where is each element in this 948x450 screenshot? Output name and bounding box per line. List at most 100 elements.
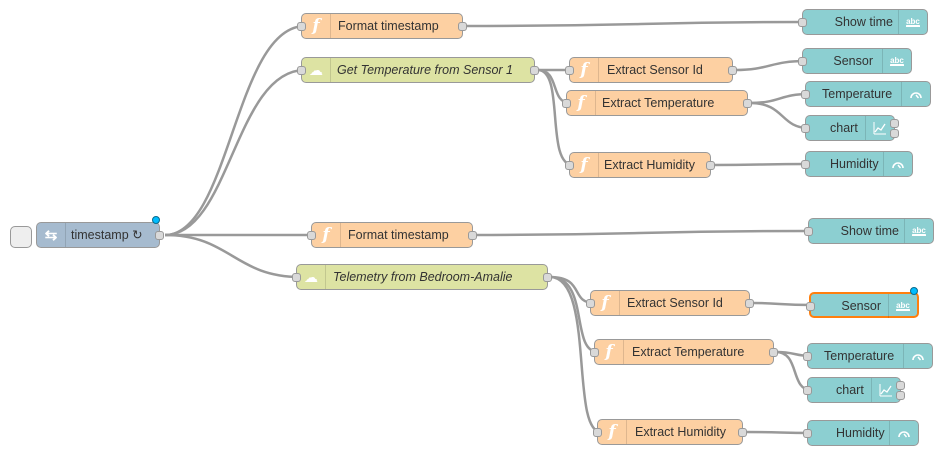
function-icon: f: [312, 16, 320, 36]
inject-arrows-icon: ⇆: [44, 227, 58, 244]
wire[interactable]: [164, 68, 306, 237]
output-port[interactable]: [728, 66, 737, 75]
input-port[interactable]: [562, 99, 571, 108]
input-port[interactable]: [801, 160, 810, 169]
abc-text-icon: abc: [906, 17, 920, 27]
wire[interactable]: [744, 430, 812, 435]
output-port[interactable]: [530, 66, 539, 75]
extract-humidity-node[interactable]: f Extract Humidity: [593, 419, 747, 445]
output-port[interactable]: [896, 381, 905, 390]
show-time-node[interactable]: Show time abc: [804, 218, 934, 244]
output-port[interactable]: [896, 391, 905, 400]
node-label: Extract Temperature: [602, 96, 715, 110]
gauge-icon: [912, 354, 924, 361]
wire[interactable]: [734, 59, 807, 72]
sensor-text-node[interactable]: Sensor abc: [806, 292, 919, 318]
input-port[interactable]: [804, 227, 813, 236]
output-port[interactable]: [468, 231, 477, 240]
output-port[interactable]: [890, 129, 899, 138]
input-port[interactable]: [297, 66, 306, 75]
input-port[interactable]: [565, 66, 574, 75]
output-port[interactable]: [155, 231, 164, 240]
input-port[interactable]: [798, 57, 807, 66]
node-label: Extract Humidity: [635, 425, 726, 439]
node-label: Extract Sensor Id: [627, 296, 723, 310]
input-port[interactable]: [307, 231, 316, 240]
wire[interactable]: [549, 275, 602, 434]
node-label: Telemetry from Bedroom-Amalie: [333, 270, 513, 284]
input-port[interactable]: [590, 348, 599, 357]
output-port[interactable]: [890, 119, 899, 128]
abc-text-icon: abc: [896, 301, 910, 311]
extract-temperature-node[interactable]: f Extract Temperature: [562, 90, 752, 116]
output-port[interactable]: [706, 161, 715, 170]
output-port[interactable]: [458, 22, 467, 31]
input-port[interactable]: [803, 352, 812, 361]
extract-temperature-node[interactable]: f Extract Temperature: [590, 339, 778, 365]
input-port[interactable]: [593, 428, 602, 437]
extract-humidity-node[interactable]: f Extract Humidity: [565, 152, 715, 178]
function-icon: f: [605, 342, 613, 362]
format-timestamp-node[interactable]: f Format timestamp: [307, 222, 477, 248]
chart-node[interactable]: chart: [801, 115, 899, 141]
humidity-gauge-node[interactable]: Humidity: [801, 151, 913, 177]
input-port[interactable]: [292, 273, 301, 282]
changed-indicator: [910, 287, 918, 295]
node-label: Humidity: [830, 157, 879, 171]
node-label: Format timestamp: [338, 19, 439, 33]
function-icon: f: [580, 155, 588, 175]
input-port[interactable]: [803, 429, 812, 438]
function-icon: f: [601, 293, 609, 313]
chart-icon: [873, 122, 886, 135]
input-port[interactable]: [297, 22, 306, 31]
output-port[interactable]: [738, 428, 747, 437]
cloud-icon: ☁: [304, 268, 318, 285]
input-port[interactable]: [798, 18, 807, 27]
extract-sensor-id-node[interactable]: f Extract Sensor Id: [565, 57, 737, 83]
cloud-icon: ☁: [309, 61, 323, 78]
telemetry-bedroom-node[interactable]: ☁ Telemetry from Bedroom-Amalie: [292, 264, 552, 290]
wire[interactable]: [164, 24, 306, 237]
node-label: Temperature: [824, 349, 895, 363]
chart-node[interactable]: chart: [803, 377, 905, 403]
gauge-icon: [898, 431, 910, 438]
temperature-gauge-node[interactable]: Temperature: [803, 343, 933, 369]
input-port[interactable]: [586, 299, 595, 308]
function-icon: f: [580, 60, 588, 80]
get-temperature-node[interactable]: ☁ Get Temperature from Sensor 1: [297, 57, 539, 83]
humidity-gauge-node[interactable]: Humidity: [803, 420, 919, 446]
temperature-gauge-node[interactable]: Temperature: [801, 81, 931, 107]
wire[interactable]: [537, 68, 574, 167]
sensor-text-node[interactable]: Sensor abc: [798, 48, 912, 74]
node-label: Extract Temperature: [632, 345, 745, 359]
wire[interactable]: [464, 20, 807, 28]
output-port[interactable]: [769, 348, 778, 357]
input-port[interactable]: [806, 302, 815, 311]
timestamp-inject-node[interactable]: ⇆ timestamp ↻: [36, 222, 164, 248]
changed-indicator: [152, 216, 160, 224]
inject-trigger-button[interactable]: [10, 226, 32, 248]
input-port[interactable]: [801, 124, 810, 133]
show-time-node[interactable]: Show time abc: [798, 9, 928, 35]
input-port[interactable]: [801, 90, 810, 99]
node-label: Humidity: [836, 426, 885, 440]
node-label: Show time: [840, 224, 899, 238]
output-port[interactable]: [743, 99, 752, 108]
wire[interactable]: [749, 101, 810, 130]
output-port[interactable]: [745, 299, 754, 308]
extract-sensor-id-node[interactable]: f Extract Sensor Id: [586, 290, 754, 316]
wire[interactable]: [164, 233, 301, 279]
wire[interactable]: [751, 301, 812, 307]
node-label: Get Temperature from Sensor 1: [337, 63, 514, 77]
node-label: Format timestamp: [348, 228, 449, 242]
wire[interactable]: [474, 229, 813, 237]
chart-icon: [879, 384, 892, 397]
input-port[interactable]: [803, 386, 812, 395]
node-label: Sensor: [841, 299, 881, 313]
function-icon: f: [608, 422, 616, 442]
output-port[interactable]: [543, 273, 552, 282]
node-label: chart: [836, 383, 864, 397]
format-timestamp-node[interactable]: f Format timestamp: [297, 13, 467, 39]
wire[interactable]: [712, 162, 810, 167]
input-port[interactable]: [565, 161, 574, 170]
